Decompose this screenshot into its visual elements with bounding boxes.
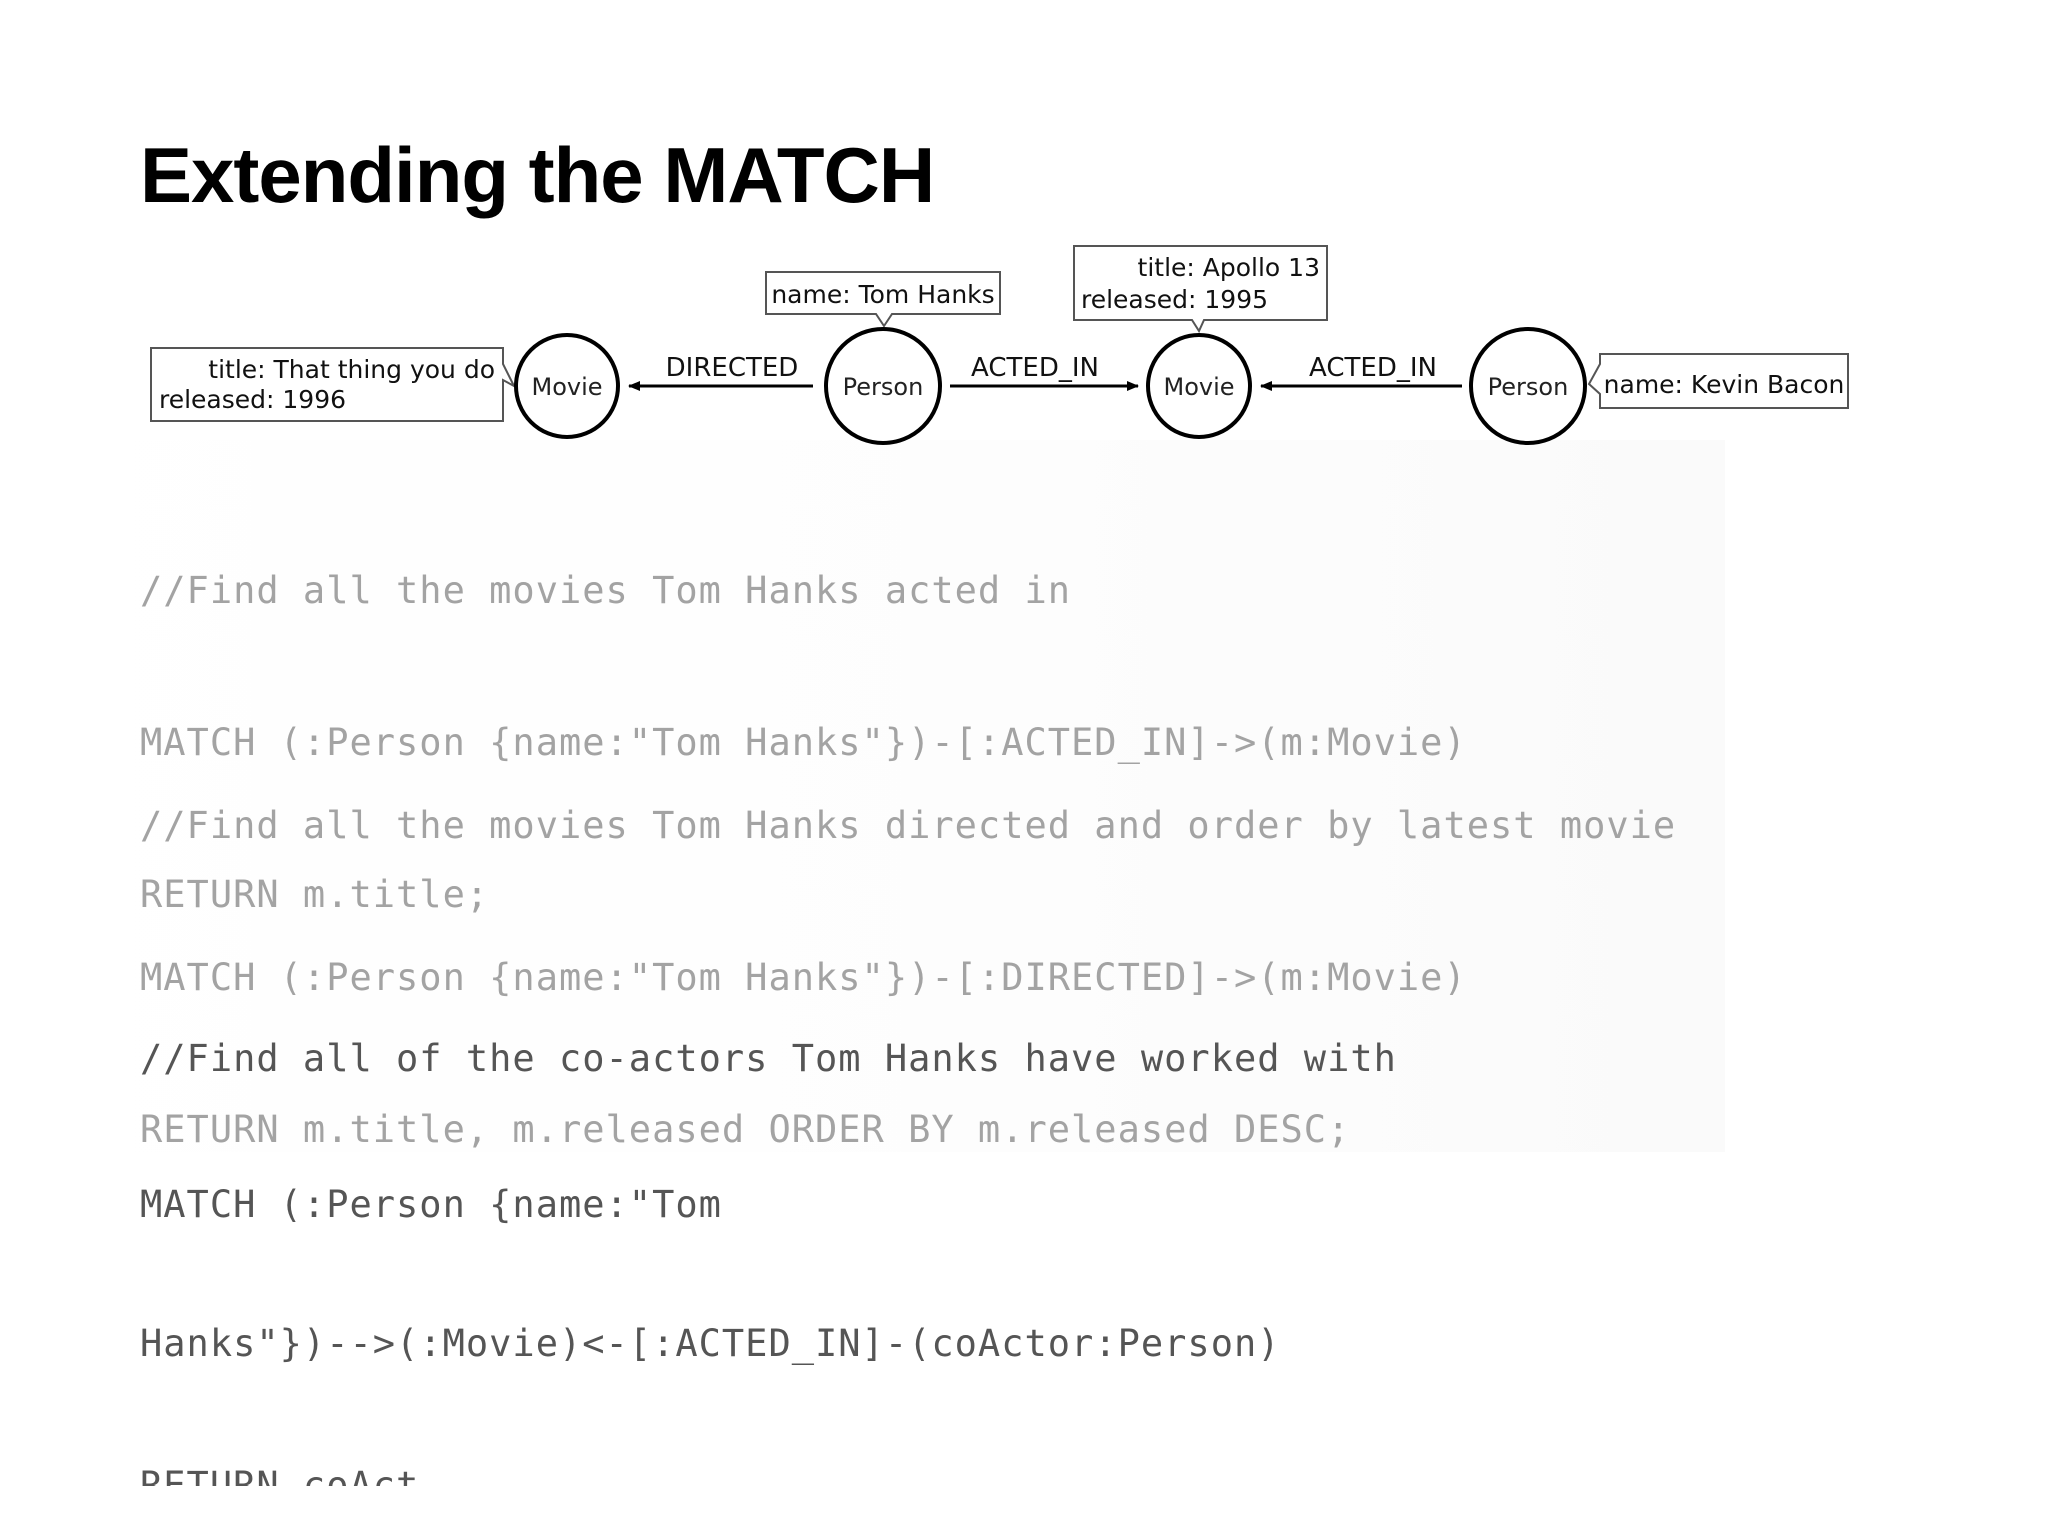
query-block-directed: //Find all the movies Tom Hanks directed… [140, 707, 1676, 1206]
query-line: MATCH (:Person {name:"Tom Hanks"})-[:DIR… [140, 956, 1467, 999]
query-line: RETURN m.title; [140, 873, 490, 916]
query-line: MATCH (:Person {name:"Tom Hanks"})-[:ACT… [140, 721, 1467, 764]
property-box-movie-2: title: Apollo 13 released: 1995 [1073, 245, 1328, 334]
relationship-acted-in-1-label: ACTED_IN [971, 353, 1099, 383]
property-box-movie-1: title: That thing you do released: 1996 [150, 347, 517, 422]
movie-1-title-text: title: That thing you do [208, 355, 495, 384]
relationship-acted-in-2: ACTED_IN [1260, 353, 1462, 391]
relationship-acted-in-1: ACTED_IN [950, 353, 1139, 391]
query-comment: //Find all the movies Tom Hanks acted in [140, 569, 1072, 612]
node-movie-2: Movie [1146, 333, 1252, 439]
relationship-directed: DIRECTED [628, 353, 813, 391]
node-person-kevin-bacon: Person [1469, 327, 1587, 445]
query-line: MATCH (:Person {name:"Tom [140, 1183, 722, 1226]
property-box-person-kevin-bacon: name: Kevin Bacon [1587, 353, 1849, 409]
slide-title: Extending the MATCH [140, 131, 935, 219]
query-block-co-actors: //Find all of the co-actors Tom Hanks ha… [140, 940, 1397, 1529]
query-comment: //Find all the movies Tom Hanks directed… [140, 804, 1677, 847]
query-line: RETURN m.title, m.released ORDER BY m.re… [140, 1108, 1351, 1151]
movie-1-released-text: released: 1996 [159, 385, 346, 414]
code-panel-background [0, 440, 1725, 1152]
node-person-tom-hanks-label: Person [843, 373, 924, 401]
node-person-kevin-bacon-label: Person [1488, 373, 1569, 401]
movie-2-title-text: title: Apollo 13 [1138, 253, 1320, 282]
query-line-cut-off: RETURN coAct [140, 1464, 420, 1486]
property-box-person-tom-hanks: name: Tom Hanks [765, 271, 1001, 328]
query-comment: //Find all of the co-actors Tom Hanks ha… [140, 1037, 1397, 1080]
query-block-acted-in: //Find all the movies Tom Hanks acted in… [140, 472, 1467, 971]
relationship-acted-in-2-label: ACTED_IN [1309, 353, 1437, 383]
node-movie-1: Movie [514, 333, 620, 439]
kevin-bacon-name-text: name: Kevin Bacon [1604, 370, 1845, 399]
relationship-directed-label: DIRECTED [666, 353, 799, 383]
graph-diagram: title: That thing you do released: 1996 … [150, 245, 1849, 445]
node-movie-1-label: Movie [531, 373, 602, 401]
tom-hanks-name-text: name: Tom Hanks [771, 280, 994, 309]
node-person-tom-hanks: Person [824, 327, 942, 445]
query-line: Hanks"})-->(:Movie)<-[:ACTED_IN]-(coActo… [140, 1322, 1281, 1365]
movie-2-released-text: released: 1995 [1081, 285, 1268, 314]
node-movie-2-label: Movie [1163, 373, 1234, 401]
